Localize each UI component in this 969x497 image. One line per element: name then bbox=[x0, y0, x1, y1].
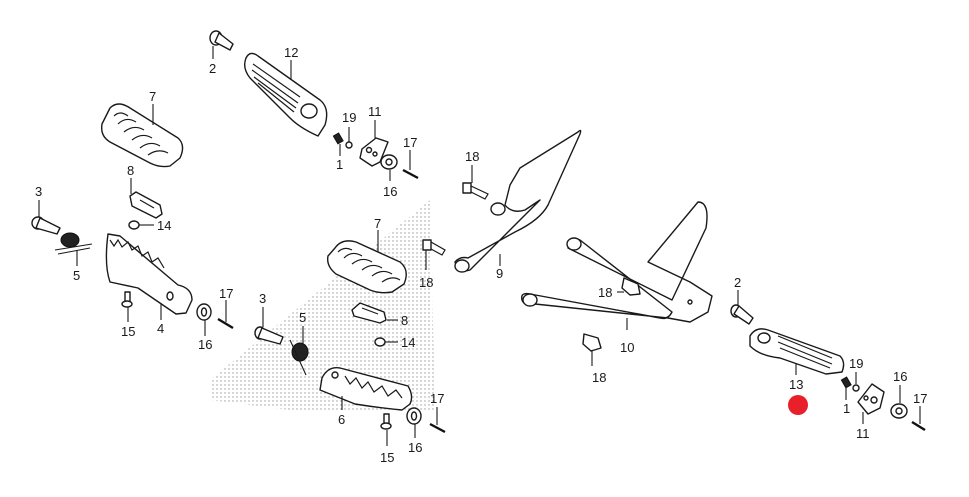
callout-1-right[interactable]: 1 bbox=[843, 401, 850, 416]
callout-16-mid[interactable]: 16 bbox=[198, 337, 212, 352]
part-13-footpeg-right[interactable] bbox=[749, 328, 845, 375]
part-15-bolt-left[interactable] bbox=[121, 291, 133, 308]
part-18-bolt-b[interactable] bbox=[422, 239, 446, 256]
part-3-pin-mid[interactable] bbox=[254, 326, 284, 345]
highlight-marker[interactable] bbox=[788, 395, 808, 415]
callout-16-right[interactable]: 16 bbox=[893, 369, 907, 384]
part-19-ball-right[interactable] bbox=[852, 384, 860, 392]
callout-18-d[interactable]: 18 bbox=[592, 370, 606, 385]
callout-7-mid[interactable]: 7 bbox=[374, 216, 381, 231]
part-8-bracket-mid[interactable] bbox=[351, 302, 387, 324]
callout-17-right[interactable]: 17 bbox=[913, 391, 927, 406]
callout-8-left[interactable]: 8 bbox=[127, 163, 134, 178]
callout-17-top[interactable]: 17 bbox=[403, 135, 417, 150]
part-16-washer-top[interactable] bbox=[380, 154, 398, 170]
part-14-collar-left[interactable] bbox=[128, 220, 140, 230]
callout-9[interactable]: 9 bbox=[496, 266, 503, 281]
callout-2-right[interactable]: 2 bbox=[734, 275, 741, 290]
callout-16-low[interactable]: 16 bbox=[408, 440, 422, 455]
part-4-footpeg-left[interactable] bbox=[105, 233, 193, 315]
callout-14-left[interactable]: 14 bbox=[157, 218, 171, 233]
callout-18-b[interactable]: 18 bbox=[419, 275, 433, 290]
callout-19-top[interactable]: 19 bbox=[342, 110, 356, 125]
part-18-bolt-c[interactable] bbox=[621, 277, 641, 296]
callout-11-top[interactable]: 11 bbox=[368, 104, 382, 119]
part-7-rubber-top[interactable] bbox=[100, 103, 184, 168]
part-18-bolt-a[interactable] bbox=[462, 182, 489, 200]
part-8-bracket-left[interactable] bbox=[129, 191, 163, 219]
part-2-pin-right[interactable] bbox=[730, 304, 754, 325]
callout-18-a[interactable]: 18 bbox=[465, 149, 479, 164]
part-5-spring-left[interactable] bbox=[54, 232, 93, 255]
part-10-bracket[interactable] bbox=[520, 201, 713, 323]
part-17-cotter-pin-right[interactable] bbox=[911, 420, 926, 432]
part-14-collar-mid[interactable] bbox=[374, 337, 386, 347]
callout-8-mid[interactable]: 8 bbox=[401, 313, 408, 328]
callout-13[interactable]: 13 bbox=[789, 377, 803, 392]
part-3-pin-left[interactable] bbox=[31, 216, 61, 235]
part-11-plate-right[interactable] bbox=[857, 383, 885, 415]
callout-2-top[interactable]: 2 bbox=[209, 61, 216, 76]
callout-12[interactable]: 12 bbox=[284, 45, 298, 60]
part-16-washer-right[interactable] bbox=[890, 403, 908, 419]
part-19-ball-top[interactable] bbox=[345, 141, 353, 149]
callout-17-low[interactable]: 17 bbox=[430, 391, 444, 406]
callout-4[interactable]: 4 bbox=[157, 321, 164, 336]
callout-5-left[interactable]: 5 bbox=[73, 268, 80, 283]
part-16-washer-mid[interactable] bbox=[196, 303, 212, 321]
part-17-cotter-pin-mid[interactable] bbox=[217, 317, 234, 330]
part-9-bracket[interactable] bbox=[454, 129, 582, 273]
part-15-bolt-low[interactable] bbox=[380, 413, 392, 430]
callout-6[interactable]: 6 bbox=[338, 412, 345, 427]
part-17-cotter-pin-low[interactable] bbox=[429, 422, 446, 434]
callout-3-left[interactable]: 3 bbox=[35, 184, 42, 199]
callout-7-top[interactable]: 7 bbox=[149, 89, 156, 104]
part-12-footpeg-top[interactable] bbox=[243, 52, 328, 137]
callout-19-right[interactable]: 19 bbox=[849, 356, 863, 371]
part-1-spring-top[interactable] bbox=[332, 132, 344, 145]
callout-3-mid[interactable]: 3 bbox=[259, 291, 266, 306]
part-5-spring-mid[interactable] bbox=[289, 339, 309, 376]
part-7-rubber-mid[interactable] bbox=[326, 240, 407, 294]
part-16-washer-low[interactable] bbox=[406, 407, 422, 425]
callout-1-top[interactable]: 1 bbox=[336, 157, 343, 172]
callout-5-mid[interactable]: 5 bbox=[299, 310, 306, 325]
callout-16-top[interactable]: 16 bbox=[383, 184, 397, 199]
part-2-pin-top[interactable] bbox=[209, 30, 234, 51]
callouts: 2 12 7 19 11 1 17 16 8 3 14 5 15 4 16 17 bbox=[35, 45, 927, 465]
part-17-cotter-pin-top[interactable] bbox=[402, 168, 419, 180]
callout-15-low[interactable]: 15 bbox=[380, 450, 394, 465]
callout-15-left[interactable]: 15 bbox=[121, 324, 135, 339]
callout-18-c[interactable]: 18 bbox=[598, 285, 612, 300]
part-18-bolt-d[interactable] bbox=[582, 333, 602, 352]
callout-14-mid[interactable]: 14 bbox=[401, 335, 415, 350]
callout-17-mid[interactable]: 17 bbox=[219, 286, 233, 301]
callout-11-right[interactable]: 11 bbox=[856, 426, 870, 441]
part-6-footpeg-mid[interactable] bbox=[319, 367, 413, 411]
callout-10[interactable]: 10 bbox=[620, 340, 634, 355]
part-1-spring-right[interactable] bbox=[840, 376, 852, 389]
